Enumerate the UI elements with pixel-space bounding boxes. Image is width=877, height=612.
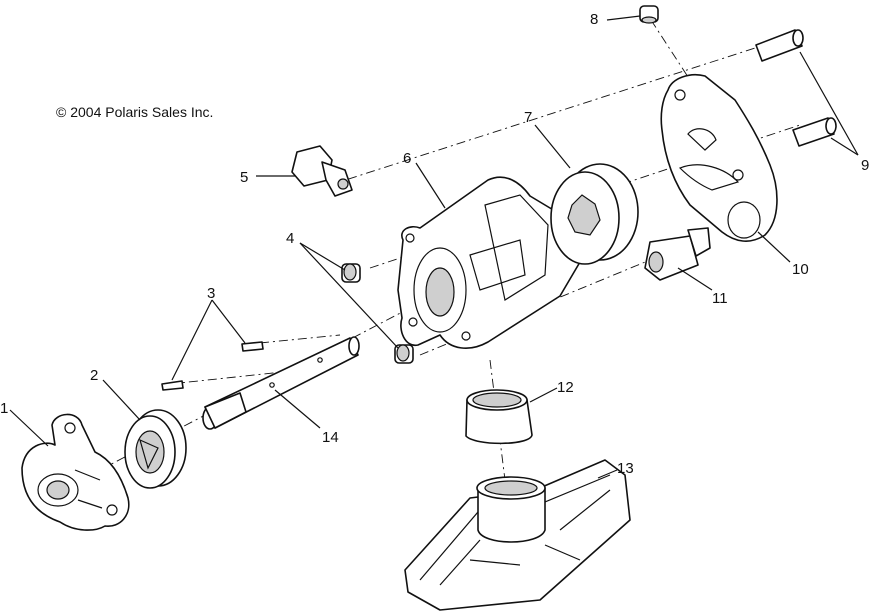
callout-13: 13 (617, 460, 634, 477)
part-8-dowel (639, 5, 659, 24)
callout-11: 11 (712, 290, 728, 307)
callout-2: 2 (90, 367, 98, 384)
part-7-inner-rotor (550, 163, 639, 265)
callout-7: 7 (524, 109, 532, 126)
part-4-bushings (341, 263, 414, 364)
callout-14: 14 (322, 429, 339, 446)
callout-1: 1 (0, 400, 8, 417)
callout-12: 12 (557, 379, 574, 396)
part-5-fitting (291, 145, 353, 197)
part-14-shaft (202, 336, 360, 430)
callout-5: 5 (240, 169, 248, 186)
callout-3: 3 (207, 285, 215, 302)
part-3-pins (161, 341, 264, 391)
part-13-oil-strainer (404, 459, 631, 611)
part-12-seal-ring (465, 389, 533, 445)
part-6-pump-housing (397, 176, 581, 349)
part-10-cover-plate (660, 74, 778, 242)
part-9-pins (755, 29, 837, 147)
callout-6: 6 (403, 150, 411, 167)
leader-lines (9, 15, 859, 479)
part-2-pump-rotor (124, 409, 187, 489)
callout-10: 10 (792, 261, 809, 278)
copyright-text: © 2004 Polaris Sales Inc. (56, 104, 213, 120)
callout-4: 4 (286, 230, 294, 247)
part-11-fitting (644, 227, 711, 281)
callout-8: 8 (590, 11, 598, 28)
callout-labels: 1 2 3 4 5 6 7 8 9 10 11 12 13 14 (0, 11, 869, 477)
part-1-end-cover (21, 413, 130, 531)
callout-9: 9 (861, 157, 869, 174)
